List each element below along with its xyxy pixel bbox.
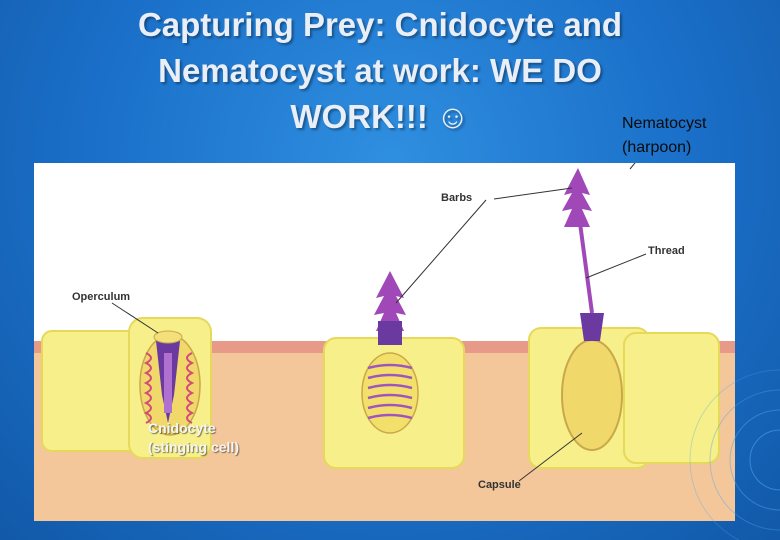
barbs-leader-2 bbox=[494, 188, 572, 199]
title-line-3-text: WORK!!! bbox=[290, 98, 427, 135]
cell-discharging bbox=[324, 271, 464, 468]
nematocyst-label-line1: Nematocyst bbox=[622, 112, 706, 136]
ripple-decoration bbox=[660, 340, 780, 540]
barbs-leader bbox=[396, 200, 486, 303]
barbs-label: Barbs bbox=[441, 192, 472, 204]
nematocyst-label-line2: (harpoon) bbox=[622, 136, 706, 160]
thread-label: Thread bbox=[648, 245, 685, 257]
operculum-label: Operculum bbox=[72, 291, 130, 303]
thread-leader bbox=[586, 254, 646, 278]
cnidocyte-label: Cnidocyte (stinging cell) bbox=[148, 419, 239, 457]
cnidocyte-diagram: Barbs Thread Operculum Capsule Cnidocyte… bbox=[34, 163, 735, 521]
nematocyst-leader bbox=[630, 163, 639, 169]
title-line-1: Capturing Prey: Cnidocyte and bbox=[60, 2, 700, 48]
diagram-illustration bbox=[34, 163, 735, 521]
smiley-icon: ☺ bbox=[436, 94, 470, 140]
cnidocyte-label-line2: (stinging cell) bbox=[148, 438, 239, 457]
slide-title: Capturing Prey: Cnidocyte and Nematocyst… bbox=[60, 2, 700, 140]
nematocyst-label: Nematocyst (harpoon) bbox=[622, 112, 706, 160]
cnidocyte-label-line1: Cnidocyte bbox=[148, 419, 239, 438]
title-line-2: Nematocyst at work: WE DO bbox=[60, 48, 700, 94]
title-line-3: WORK!!!☺ bbox=[60, 94, 700, 140]
capsule-label: Capsule bbox=[478, 479, 521, 491]
